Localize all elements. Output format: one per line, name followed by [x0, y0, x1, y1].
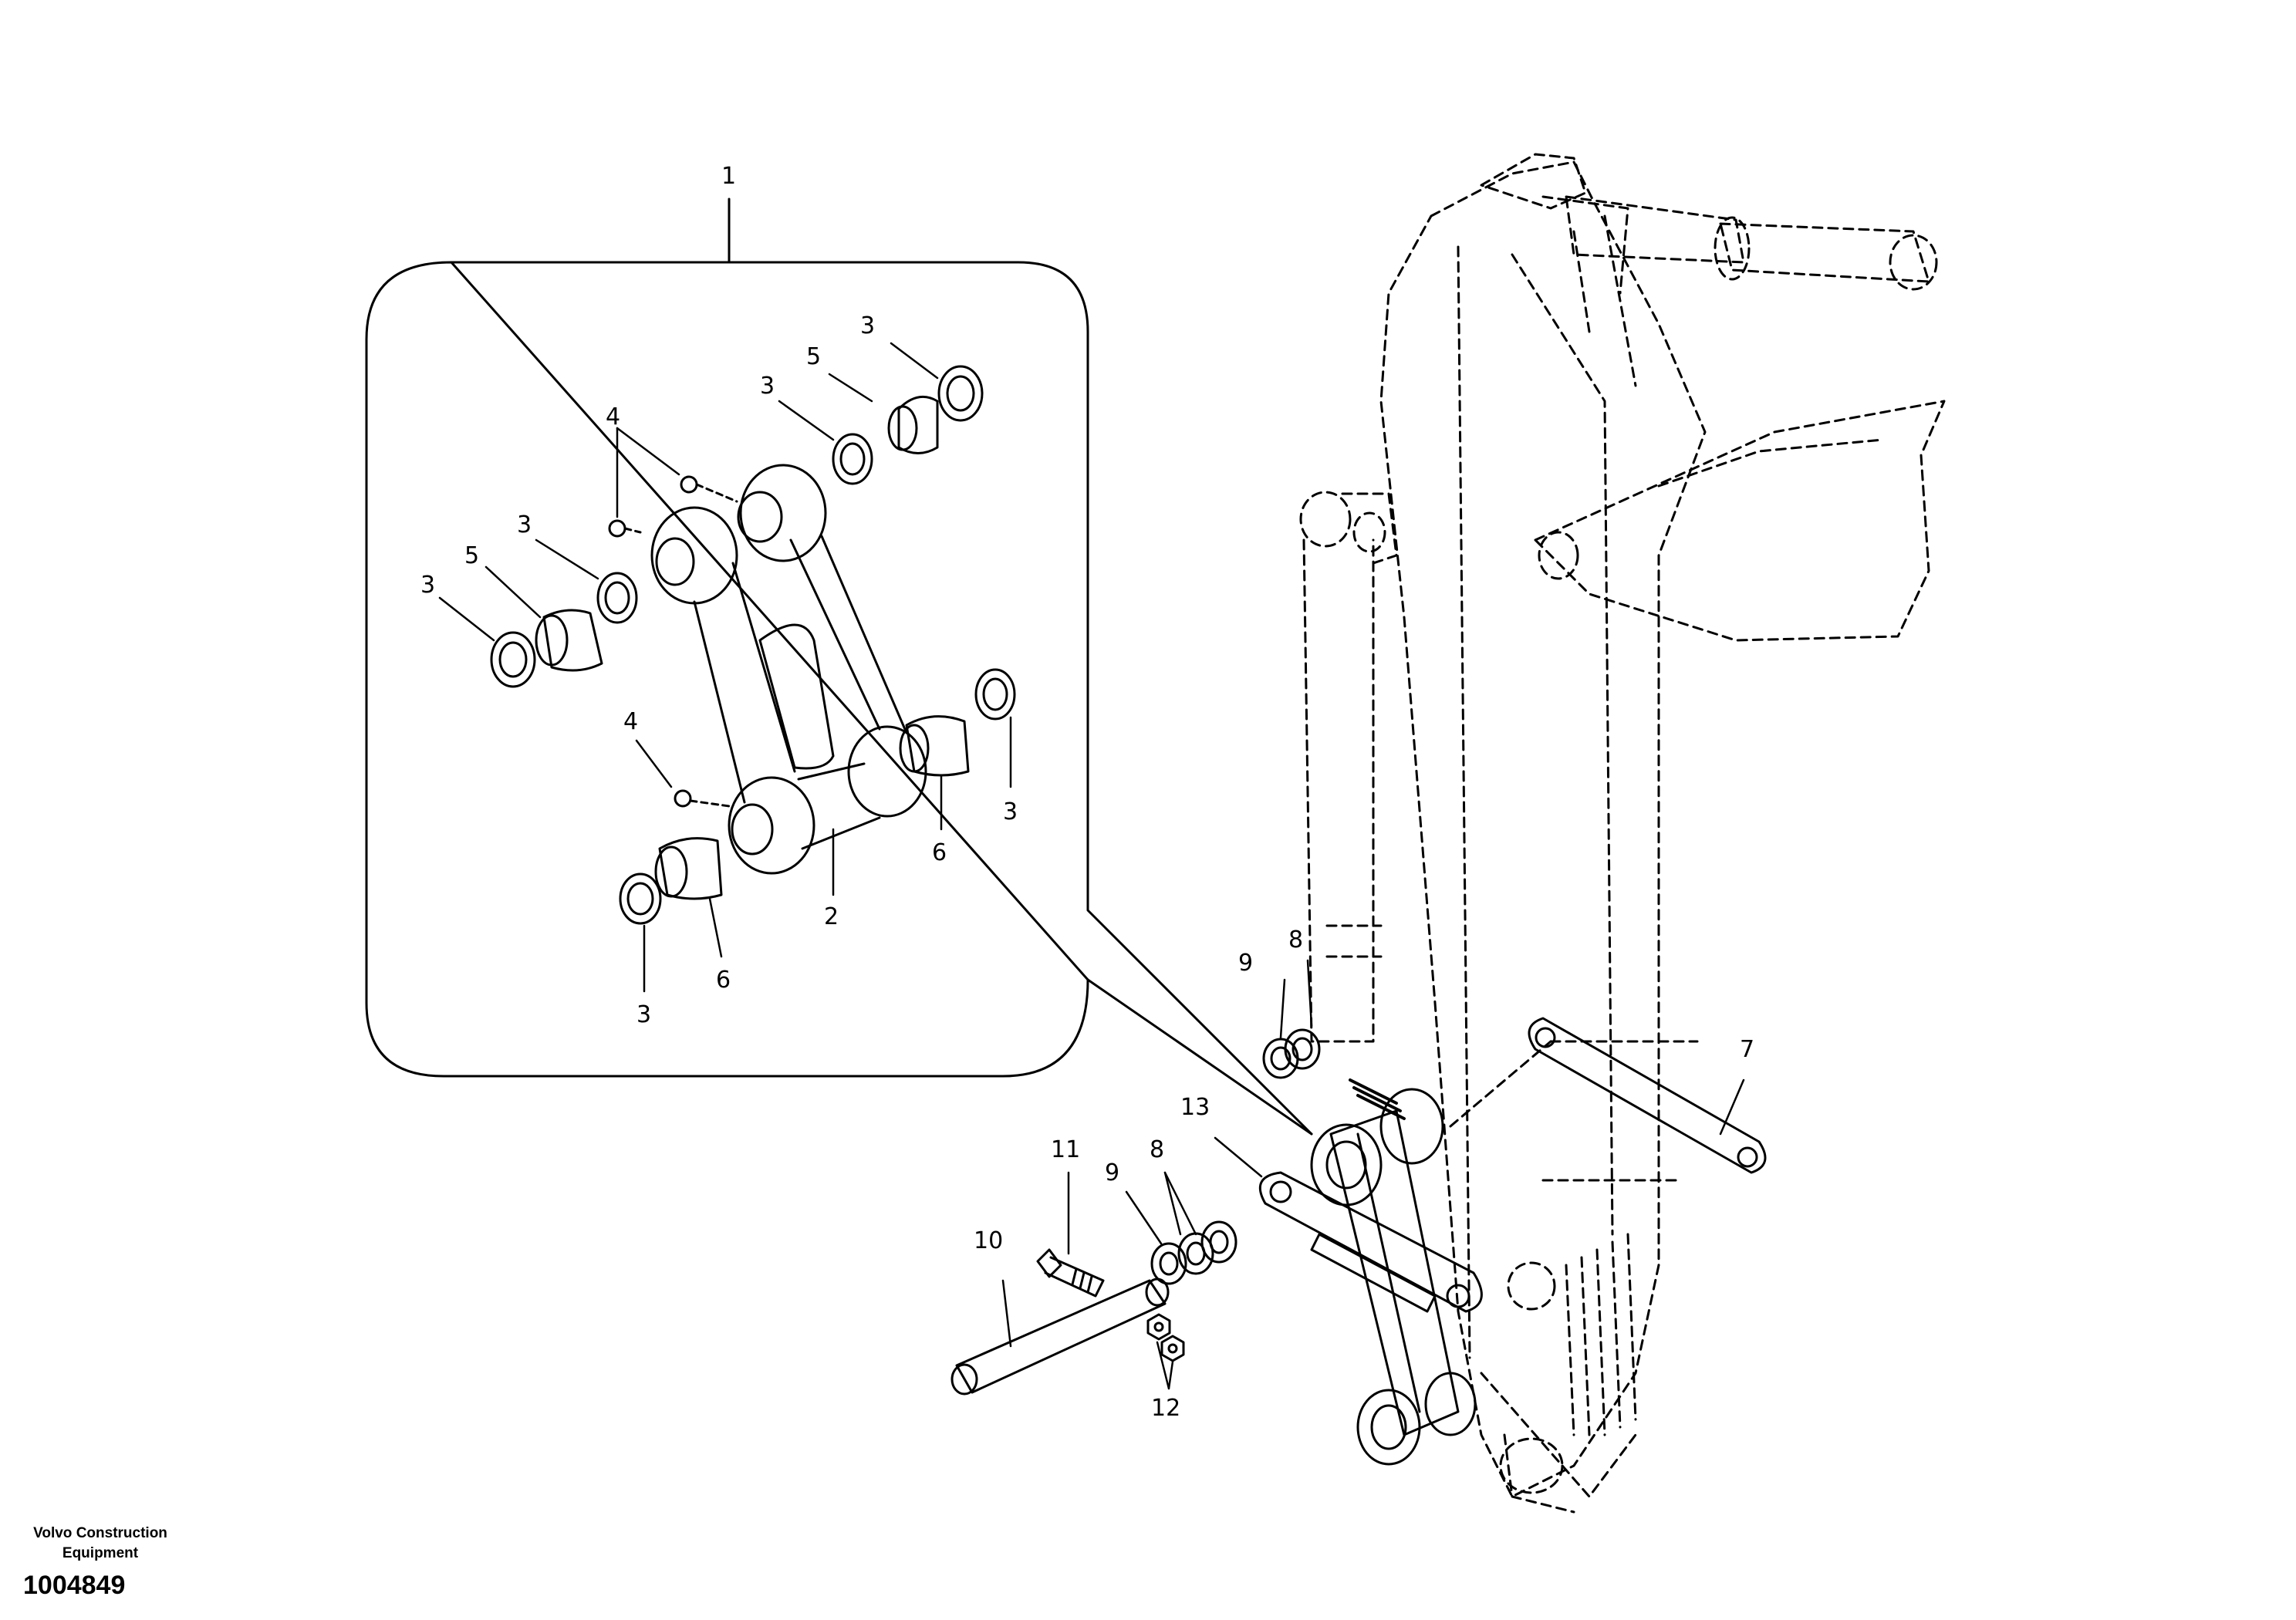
- drawing-number: 1004849: [23, 1571, 126, 1600]
- callout-numbers: 1 3 5 3 4 3 5 3 4 3 6 2 6 3 8 9 7 13 11 …: [420, 163, 1754, 1422]
- callout-6: 6: [932, 839, 947, 866]
- link-plate-7: [1528, 1017, 1767, 1174]
- company-name: Volvo Construction Equipment: [15, 1524, 185, 1564]
- callout-3: 3: [760, 373, 775, 400]
- washers-upper: [1262, 1028, 1321, 1079]
- detail-box: [365, 197, 1313, 1136]
- callout-3: 3: [636, 1001, 651, 1028]
- callout-13: 13: [1180, 1094, 1210, 1121]
- company-line-2: Equipment: [62, 1545, 139, 1561]
- rings-bushings: [490, 365, 1016, 925]
- pin-10: [950, 1277, 1170, 1396]
- assembled-link: [1258, 1078, 1483, 1466]
- callout-3: 3: [1003, 798, 1018, 825]
- link-detail-2: [650, 464, 927, 875]
- callout-2: 2: [824, 903, 839, 930]
- callout-5: 5: [806, 343, 821, 370]
- bolt-11: [1036, 1248, 1105, 1298]
- callout-3: 3: [517, 511, 532, 538]
- callout-5: 5: [464, 542, 479, 569]
- callout-9: 9: [1238, 950, 1253, 977]
- callout-7: 7: [1740, 1036, 1754, 1063]
- nuts-12: [1146, 1313, 1185, 1362]
- callout-8: 8: [1288, 926, 1303, 953]
- callout-9: 9: [1105, 1159, 1119, 1186]
- callout-3: 3: [420, 572, 435, 599]
- callout-4: 4: [606, 403, 620, 430]
- leader-lines: [438, 342, 1745, 1390]
- company-line-1: Volvo Construction: [33, 1525, 167, 1541]
- callout-12: 12: [1151, 1395, 1180, 1422]
- callout-6: 6: [716, 967, 731, 994]
- callout-8: 8: [1150, 1136, 1164, 1163]
- callout-10: 10: [974, 1227, 1003, 1254]
- callout-11: 11: [1051, 1136, 1080, 1163]
- callout-4: 4: [623, 708, 638, 735]
- arm-outline-dashed: [1299, 153, 1946, 1514]
- callout-1: 1: [721, 163, 736, 190]
- grease-nipples-4: [608, 475, 738, 808]
- callout-3: 3: [860, 312, 875, 339]
